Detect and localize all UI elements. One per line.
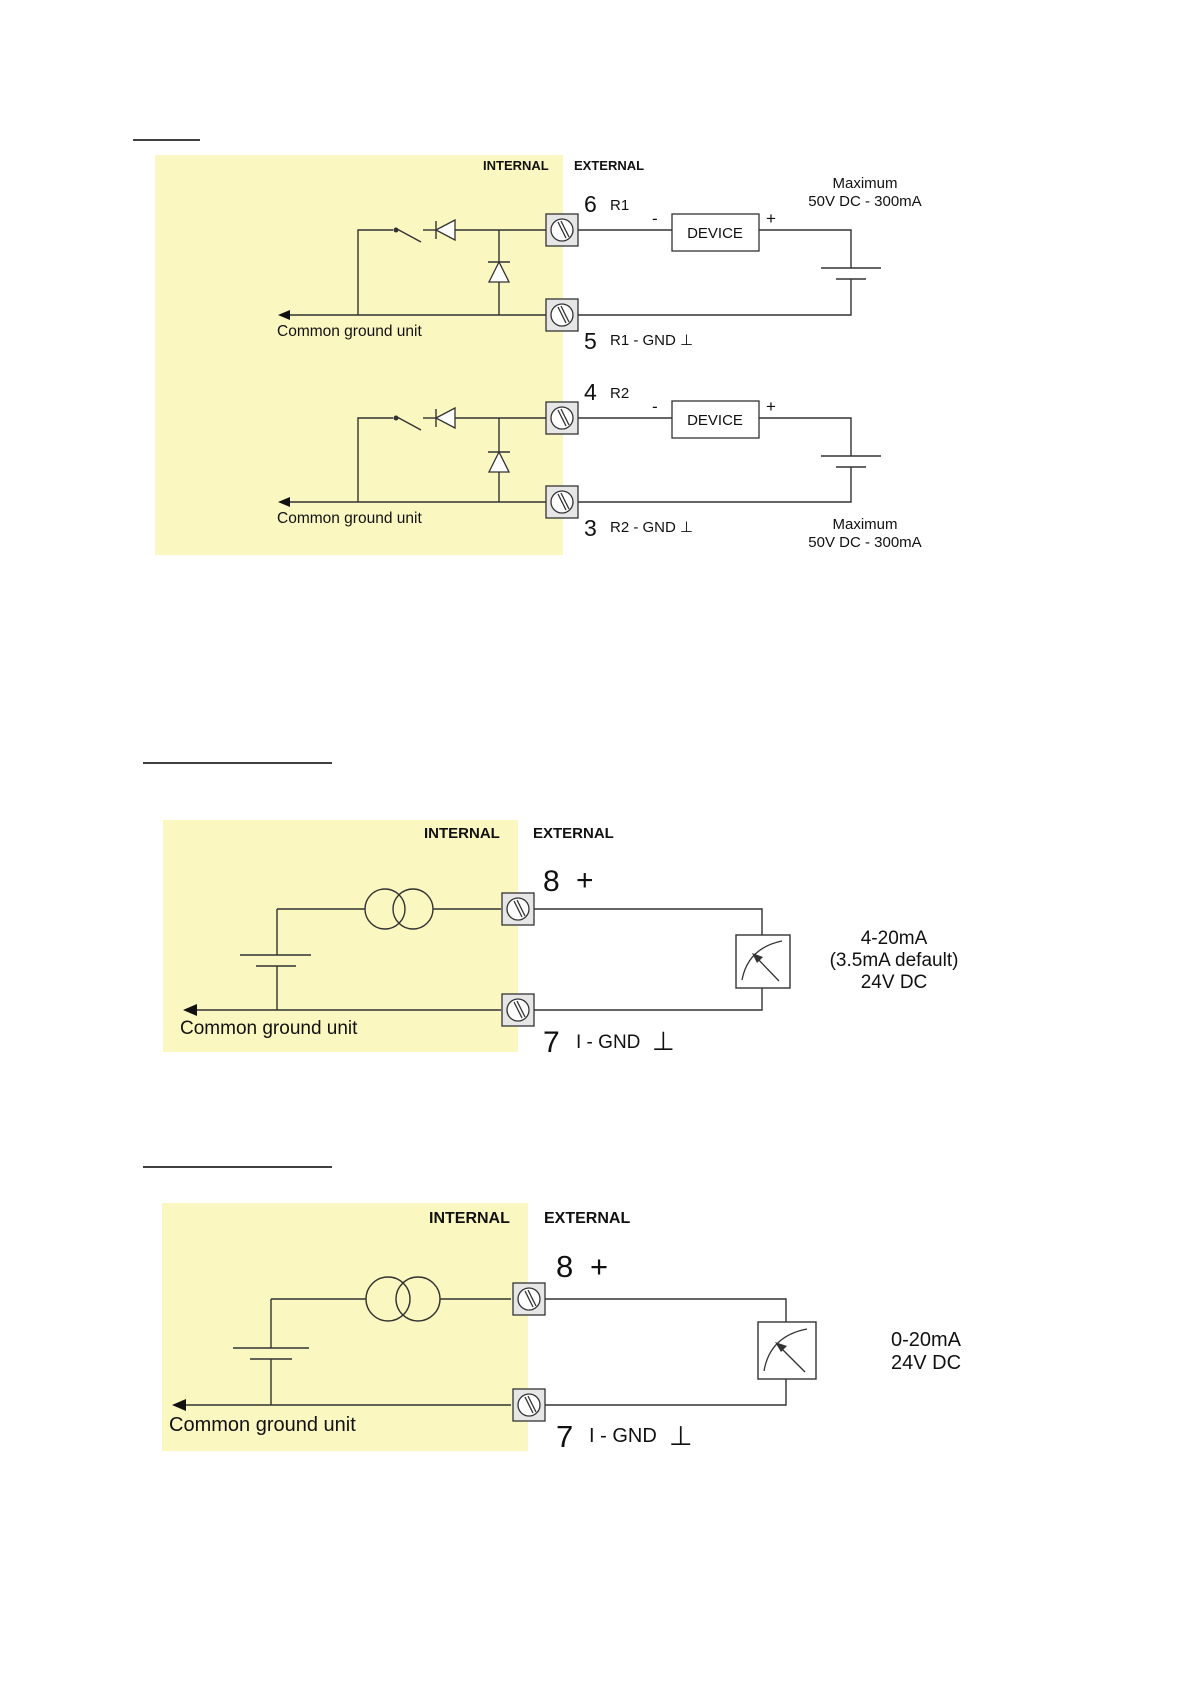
current-loop-0-20-section: INTERNAL EXTERNAL Common ground unit 8 +… xyxy=(143,1166,962,1454)
terminal-8 xyxy=(501,892,535,926)
terminal-number: 6 xyxy=(584,191,597,217)
spec-line-2: 24V DC xyxy=(891,1352,961,1374)
internal-zone xyxy=(155,155,563,555)
internal-label: INTERNAL xyxy=(483,158,549,173)
internal-zone xyxy=(163,820,518,1052)
terminal-label: R1 - GND ⊥ xyxy=(610,332,693,349)
spec-line-1: 0-20mA xyxy=(891,1329,962,1351)
meter-box xyxy=(757,1321,817,1380)
current-source-icon xyxy=(365,1276,411,1322)
wire xyxy=(534,988,763,1011)
wire xyxy=(357,417,393,502)
spec-line-2: (3.5mA default) xyxy=(830,950,959,971)
wire xyxy=(759,229,852,268)
terminal-7 xyxy=(512,1388,546,1422)
meter-icon xyxy=(775,1342,787,1352)
terminal-label: R2 xyxy=(610,385,629,402)
terminal-number: 4 xyxy=(584,379,597,405)
plus-sign: + xyxy=(766,209,776,228)
internal-label: INTERNAL xyxy=(429,1210,510,1227)
ground-arrow-icon xyxy=(278,497,290,507)
terminal-5 xyxy=(545,298,579,332)
minus-sign: - xyxy=(652,397,658,416)
plus-sign: + xyxy=(766,397,776,416)
terminal-6 xyxy=(545,213,579,247)
external-label: EXTERNAL xyxy=(574,158,644,173)
terminal-number: 8 xyxy=(556,1249,573,1284)
terminal-label: R2 - GND ⊥ xyxy=(610,519,693,536)
ground-label: Common ground unit xyxy=(169,1414,356,1436)
terminal-label: I - GND xyxy=(589,1425,657,1447)
wire xyxy=(578,467,852,503)
external-label: EXTERNAL xyxy=(544,1210,630,1227)
external-label: EXTERNAL xyxy=(533,825,614,842)
terminal-number: 3 xyxy=(584,515,597,541)
terminal-7 xyxy=(501,993,535,1027)
wire xyxy=(357,229,393,315)
wire xyxy=(545,1379,787,1406)
ground-label: Common ground unit xyxy=(180,1018,358,1039)
terminal-number: 7 xyxy=(556,1419,573,1454)
ground-symbol: ⊥ xyxy=(652,1026,675,1056)
ground-label: Common ground unit xyxy=(277,323,422,340)
relay-switch xyxy=(396,228,422,243)
wire xyxy=(578,279,852,316)
wire xyxy=(534,908,763,935)
device-label: DEVICE xyxy=(687,412,743,429)
relay-circuit-r1: Common ground unit 6 R1 5 R1 - GND ⊥ DEV… xyxy=(277,175,922,354)
ground-symbol: ⊥ xyxy=(669,1421,693,1451)
terminal-3 xyxy=(545,485,579,519)
meter-box xyxy=(735,934,791,989)
terminal-8 xyxy=(512,1282,546,1316)
internal-label: INTERNAL xyxy=(424,825,500,842)
spec-line-3: 24V DC xyxy=(861,972,928,993)
terminal-label: R1 xyxy=(610,197,629,214)
device-box xyxy=(671,400,760,439)
rating-line-1: Maximum xyxy=(832,516,897,533)
terminal-sign: + xyxy=(590,1249,608,1284)
wire xyxy=(545,1298,787,1322)
device-box xyxy=(671,213,760,252)
ground-arrow-icon xyxy=(278,310,290,320)
internal-zone xyxy=(162,1203,528,1451)
ground-label: Common ground unit xyxy=(277,510,422,527)
relay-switch xyxy=(396,416,422,431)
current-loop-4-20-section: INTERNAL EXTERNAL Common ground unit 8 +… xyxy=(143,762,959,1059)
rating-line-2: 50V DC - 300mA xyxy=(808,193,921,210)
ground-arrow-icon xyxy=(172,1399,186,1411)
terminal-number: 8 xyxy=(543,865,560,898)
ground-arrow-icon xyxy=(183,1004,197,1016)
spec-line-1: 4-20mA xyxy=(861,928,928,949)
terminal-4 xyxy=(545,401,579,435)
rating-line-2: 50V DC - 300mA xyxy=(808,534,921,551)
terminal-number: 7 xyxy=(543,1026,560,1059)
rating-line-1: Maximum xyxy=(832,175,897,192)
terminal-label: I - GND xyxy=(576,1032,640,1053)
terminal-sign: + xyxy=(576,864,594,897)
relay-section: INTERNAL EXTERNAL Common ground unit 6 R… xyxy=(133,139,922,555)
relay-circuit-r2: Common ground unit 4 R2 3 R2 - GND ⊥ DEV… xyxy=(277,379,922,551)
device-label: DEVICE xyxy=(687,225,743,242)
terminal-number: 5 xyxy=(584,328,597,354)
minus-sign: - xyxy=(652,209,658,228)
meter-icon xyxy=(752,953,763,963)
current-source-icon xyxy=(364,888,406,930)
wire xyxy=(759,417,852,456)
